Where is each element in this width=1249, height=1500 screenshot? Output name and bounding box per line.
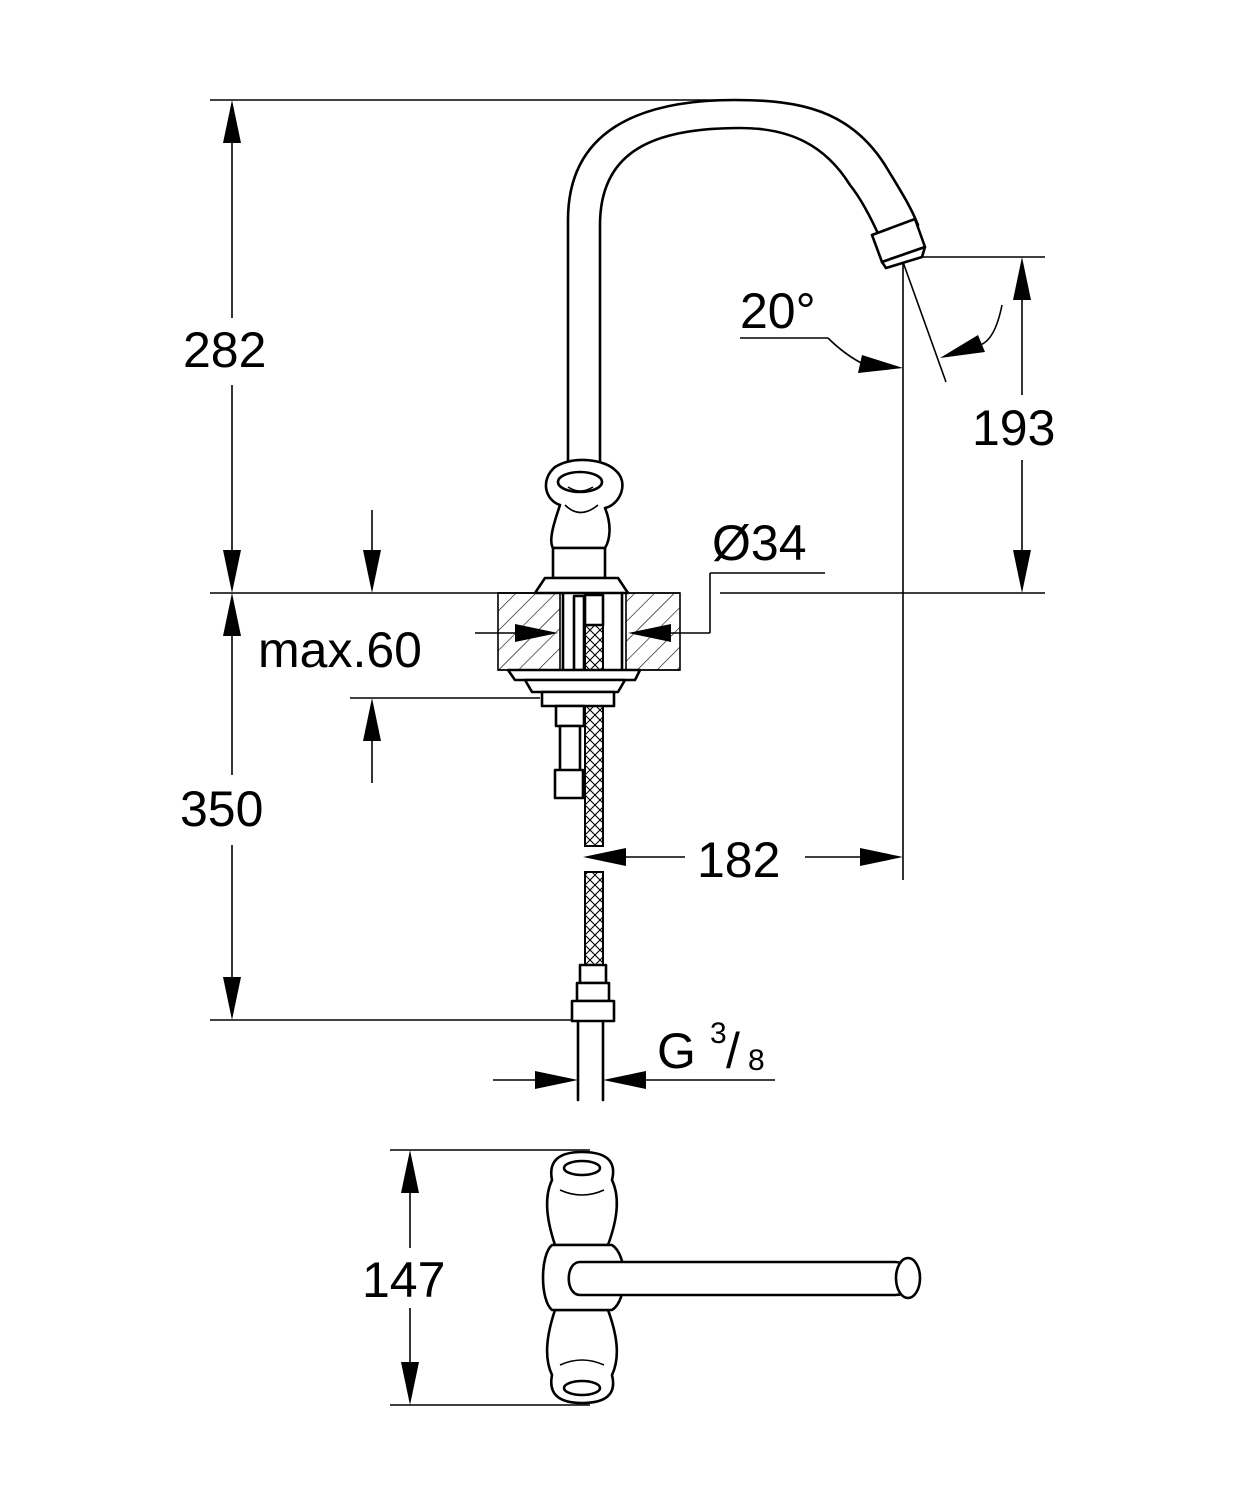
spout xyxy=(566,98,927,472)
dimension-thread: G 3 / 8 xyxy=(493,1017,775,1089)
faucet-body xyxy=(533,458,630,595)
label-thread-den: 8 xyxy=(748,1044,765,1077)
label-thread-num: 3 xyxy=(710,1017,727,1050)
label-diameter-34: Ø34 xyxy=(712,515,807,571)
dimension-350: 350 xyxy=(180,593,263,1020)
top-view: 147 xyxy=(362,1149,922,1406)
label-182: 182 xyxy=(697,832,780,888)
dimension-182: 182 xyxy=(583,832,903,888)
dimension-147: 147 xyxy=(362,1150,445,1405)
dimension-angle: 20° xyxy=(740,261,1003,383)
dimension-max60: max.60 xyxy=(258,510,422,783)
label-193: 193 xyxy=(972,400,1055,456)
mounting-assembly xyxy=(506,591,642,1102)
extension-lines xyxy=(210,99,1045,1021)
front-view: 282 350 193 max.60 xyxy=(180,98,1055,1102)
dimension-193: 193 xyxy=(972,257,1055,593)
label-thread-slash: / xyxy=(726,1023,740,1079)
label-max60: max.60 xyxy=(258,622,422,678)
dimension-282: 282 xyxy=(183,100,266,593)
label-thread-g: G xyxy=(657,1023,696,1079)
label-350: 350 xyxy=(180,781,263,837)
label-282: 282 xyxy=(183,322,266,378)
label-147: 147 xyxy=(362,1252,445,1308)
label-angle: 20° xyxy=(740,283,816,339)
